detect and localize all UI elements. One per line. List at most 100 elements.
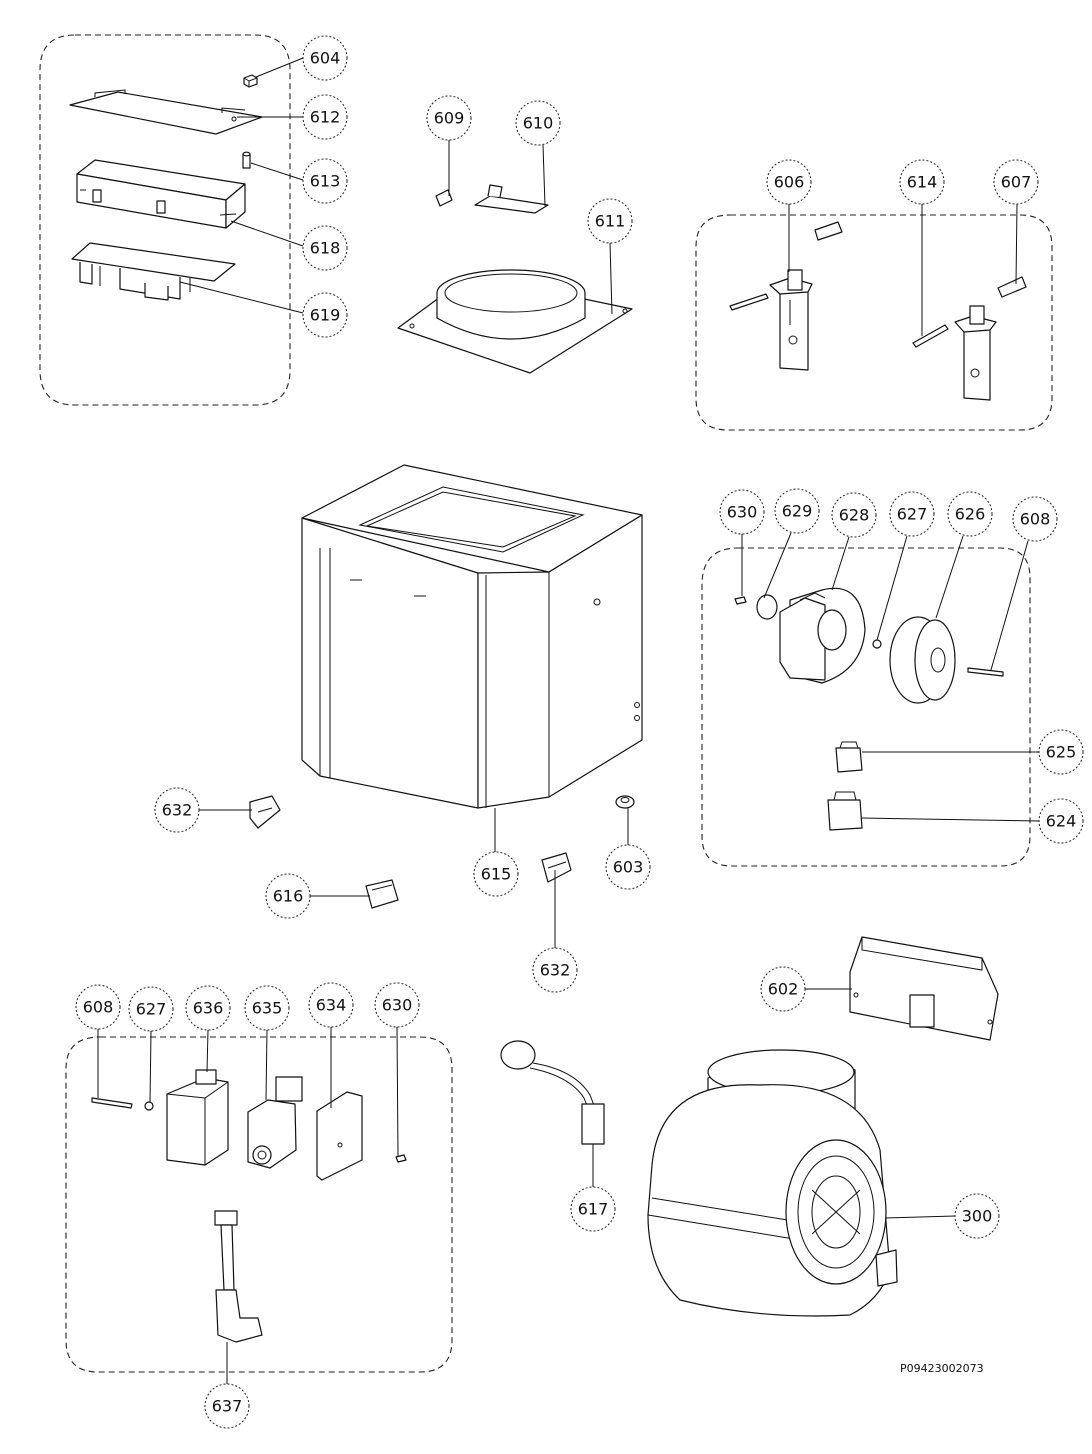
callout-607: 607 bbox=[993, 159, 1039, 205]
callout-label-610: 610 bbox=[523, 114, 554, 133]
callout-label-630-lower: 630 bbox=[382, 996, 413, 1015]
callout-label-603: 603 bbox=[613, 858, 644, 877]
callout-628: 628 bbox=[831, 492, 877, 538]
callout-634: 634 bbox=[308, 982, 354, 1028]
part-606-bracket bbox=[769, 269, 813, 371]
part-300-blower bbox=[647, 1049, 898, 1317]
callout-632-center: 632 bbox=[532, 947, 578, 993]
drawing-number: P09423002073 bbox=[900, 1362, 984, 1375]
callout-label-608-lower: 608 bbox=[83, 998, 114, 1017]
callout-625: 625 bbox=[1038, 729, 1084, 775]
part-624-connector bbox=[827, 791, 863, 831]
callout-label-602: 602 bbox=[768, 980, 799, 999]
callout-label-618: 618 bbox=[310, 239, 341, 258]
callout-label-627-lower: 627 bbox=[136, 1000, 167, 1019]
callout-627-upper: 627 bbox=[889, 491, 935, 537]
callout-label-634: 634 bbox=[316, 996, 347, 1015]
part-637-wire-harness bbox=[214, 1210, 263, 1343]
part-629-disc bbox=[756, 594, 778, 620]
callout-label-632-left: 632 bbox=[162, 801, 193, 820]
callout-608-lower: 608 bbox=[75, 984, 121, 1030]
part-602-panel bbox=[849, 936, 999, 1041]
callout-615: 615 bbox=[473, 851, 519, 897]
callout-label-604: 604 bbox=[310, 49, 341, 68]
part-614-screw bbox=[912, 324, 949, 348]
callout-608-upper: 608 bbox=[1012, 496, 1058, 542]
callout-630-lower: 630 bbox=[374, 982, 420, 1028]
callout-603: 603 bbox=[605, 844, 651, 890]
callout-613: 613 bbox=[302, 158, 348, 204]
callout-636: 636 bbox=[185, 985, 231, 1031]
callout-label-629: 629 bbox=[782, 502, 813, 521]
callout-label-625: 625 bbox=[1046, 743, 1077, 762]
callout-626: 626 bbox=[947, 491, 993, 537]
part-603-grommet bbox=[615, 795, 635, 809]
part-615-casing bbox=[301, 464, 643, 809]
group-box-mounting-brackets bbox=[695, 214, 1053, 431]
part-612-cover-plate bbox=[69, 89, 263, 135]
part-617-lamp-cable bbox=[500, 1040, 605, 1145]
callout-637: 637 bbox=[204, 1383, 250, 1429]
part-626-impeller bbox=[889, 616, 956, 704]
group-box-motor-assembly bbox=[701, 547, 1031, 867]
part-630-screw-lower bbox=[395, 1154, 407, 1163]
part-616-clip bbox=[365, 879, 399, 909]
callout-624: 624 bbox=[1038, 798, 1084, 844]
part-610-flap bbox=[474, 184, 549, 214]
part-635-switch bbox=[247, 1076, 303, 1169]
callout-label-606: 606 bbox=[774, 173, 805, 192]
callout-606: 606 bbox=[766, 159, 812, 205]
part-632-clip-left bbox=[249, 795, 281, 829]
part-627-washer bbox=[872, 639, 882, 649]
group-box-control-electronics bbox=[39, 34, 291, 406]
callout-619: 619 bbox=[302, 292, 348, 338]
callout-label-617: 617 bbox=[578, 1200, 609, 1219]
part-636-housing bbox=[166, 1069, 229, 1166]
callout-label-635: 635 bbox=[252, 999, 283, 1018]
callout-614: 614 bbox=[899, 159, 945, 205]
callout-label-632-center: 632 bbox=[540, 961, 571, 980]
part-627-washer-lower bbox=[144, 1101, 154, 1111]
callout-label-607: 607 bbox=[1001, 173, 1032, 192]
part-606-screw bbox=[729, 293, 769, 311]
part-606-plug bbox=[814, 221, 843, 241]
callout-609: 609 bbox=[426, 95, 472, 141]
callout-617: 617 bbox=[570, 1186, 616, 1232]
callout-label-614: 614 bbox=[907, 173, 938, 192]
group-box-electrical-components bbox=[65, 1036, 453, 1373]
part-632-clip-center bbox=[541, 852, 572, 883]
part-611-outlet-collar bbox=[397, 269, 633, 374]
part-608-rod-lower bbox=[91, 1097, 133, 1109]
callout-627-lower: 627 bbox=[128, 986, 174, 1032]
callout-602: 602 bbox=[760, 966, 806, 1012]
part-609-clip bbox=[435, 189, 453, 207]
part-608-rod bbox=[967, 667, 1004, 677]
callout-300: 300 bbox=[954, 1193, 1000, 1239]
part-607-plug bbox=[997, 276, 1027, 298]
callout-label-612: 612 bbox=[310, 108, 341, 127]
callout-610: 610 bbox=[515, 100, 561, 146]
callout-label-628: 628 bbox=[839, 506, 870, 525]
callout-630-upper: 630 bbox=[719, 489, 765, 535]
callout-label-637: 637 bbox=[212, 1397, 243, 1416]
callout-label-627-upper: 627 bbox=[897, 505, 928, 524]
part-625-connector bbox=[835, 741, 863, 773]
callout-label-613: 613 bbox=[310, 172, 341, 191]
part-613-pin bbox=[242, 151, 251, 169]
callout-635: 635 bbox=[244, 985, 290, 1031]
callout-616: 616 bbox=[265, 873, 311, 919]
callout-label-619: 619 bbox=[310, 306, 341, 325]
callout-611: 611 bbox=[587, 198, 633, 244]
callout-632-left: 632 bbox=[154, 787, 200, 833]
callout-612: 612 bbox=[302, 94, 348, 140]
callout-label-616: 616 bbox=[273, 887, 304, 906]
callout-618: 618 bbox=[302, 225, 348, 271]
callout-label-624: 624 bbox=[1046, 812, 1077, 831]
callout-label-300: 300 bbox=[962, 1207, 993, 1226]
part-630-screw bbox=[734, 596, 747, 605]
callout-label-636: 636 bbox=[193, 999, 224, 1018]
part-628-motor bbox=[779, 587, 866, 684]
part-604-spacer bbox=[243, 74, 258, 88]
callout-label-608-upper: 608 bbox=[1020, 510, 1051, 529]
